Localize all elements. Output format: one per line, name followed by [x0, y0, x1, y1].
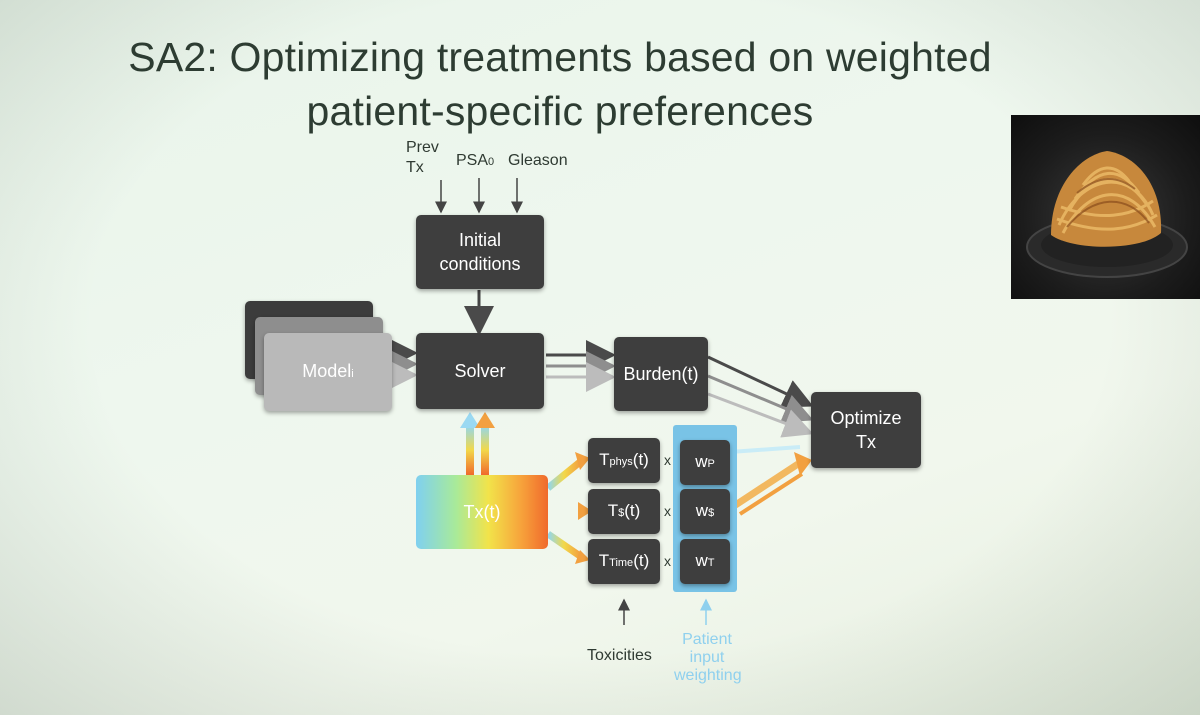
patient-input-weighting-label: Patient input weighting	[674, 631, 742, 684]
input-prev-label: Prev	[406, 139, 439, 156]
slide-title-line-1: SA2: Optimizing treatments based on weig…	[128, 34, 992, 80]
weight-physical-box: wP	[680, 440, 730, 485]
input-tx-label: Tx	[406, 159, 424, 176]
burden-box: Burden(t)	[614, 337, 708, 411]
weight-cost-box: w$	[680, 489, 730, 534]
toxicity-time-box: TTime(t)	[588, 539, 660, 584]
toxicity-phys-box: Tphys(t)	[588, 438, 660, 483]
input-psa-label: PSA0	[456, 152, 495, 169]
slide-title-line-2: patient-specific preferences	[306, 88, 814, 134]
multiply-symbol: x	[664, 553, 671, 569]
toxicity-cost-box: T$(t)	[588, 489, 660, 534]
solver-box: Solver	[416, 333, 544, 409]
toxicities-label: Toxicities	[587, 647, 652, 664]
weight-time-box: wT	[680, 539, 730, 584]
multiply-symbol: x	[664, 503, 671, 519]
treatment-box: Tx(t)	[416, 475, 548, 549]
spaghetti-photo-icon	[1011, 115, 1200, 299]
multiply-symbol: x	[664, 452, 671, 468]
input-gleason-label: Gleason	[508, 152, 568, 169]
model-box: Modeli	[264, 333, 392, 411]
